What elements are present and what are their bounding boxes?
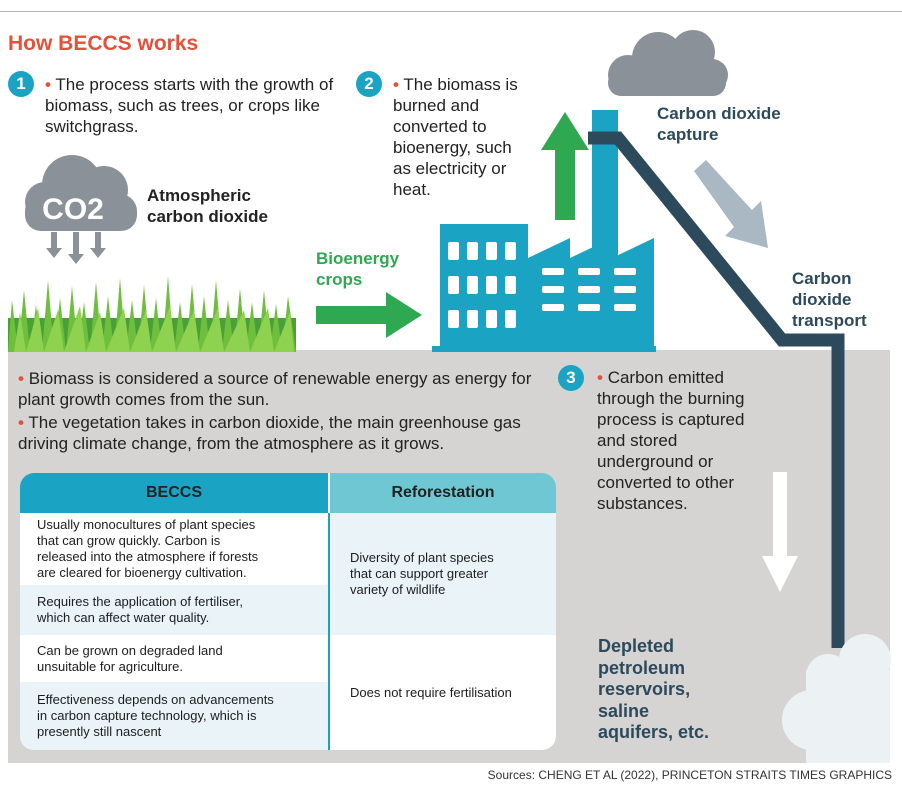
bioenergy-arrow-icon xyxy=(316,292,422,338)
storage-label-line: saline xyxy=(598,700,650,721)
note-vegetation: • The vegetation takes in carbon dioxide… xyxy=(18,413,521,453)
step-3-badge: 3 xyxy=(558,365,584,391)
smoke-cloud-icon xyxy=(608,30,728,96)
step-3-text: • Carbon emitted through the burning pro… xyxy=(597,368,745,513)
cell-line: Can be grown on degraded land xyxy=(37,642,223,658)
table-row: Usually monocultures of plant species th… xyxy=(20,513,328,585)
beccs-cell: Can be grown on degraded land unsuitable… xyxy=(37,643,223,675)
co2-transport-label-line: transport xyxy=(792,311,867,330)
bioenergy-crops-label: Bioenergy crops xyxy=(316,248,399,290)
reservoir-icon xyxy=(782,634,891,763)
cell-line: that can support greater xyxy=(350,566,489,581)
co2-capture-label-line: capture xyxy=(657,125,719,144)
cell-line: which can affect water quality. xyxy=(37,610,210,625)
cell-line: are cleared for bioenergy cultivation. xyxy=(37,565,247,580)
cell-line: Diversity of plant species xyxy=(350,550,494,565)
cell-line: Usually monocultures of plant species xyxy=(37,517,256,532)
co2-cloud-icon xyxy=(25,155,137,231)
step-2-badge: 2 xyxy=(356,71,382,97)
step-1-description: The process starts with the growth of bi… xyxy=(45,75,334,136)
note-renewable-text: Biomass is considered a source of renewa… xyxy=(18,369,532,409)
table-column-divider xyxy=(328,513,330,750)
storage-label-line: Depleted xyxy=(598,636,675,656)
step-3-description: Carbon emitted through the burning proce… xyxy=(597,368,745,513)
sources-credit: Sources: CHENG ET AL (2022), PRINCETON S… xyxy=(487,768,892,782)
cell-line: Requires the application of fertiliser, xyxy=(37,594,243,609)
cell-line: Effectiveness depends on advancements xyxy=(37,692,274,707)
reforestation-cell: Does not require fertilisation xyxy=(330,635,556,750)
table-row: Effectiveness depends on advancements in… xyxy=(20,682,328,750)
co2-capture-label-line: Carbon dioxide xyxy=(657,104,781,123)
cell-line: released into the atmosphere if forests xyxy=(37,549,259,564)
grass-icon xyxy=(8,276,296,352)
cell-line: unsuitable for agriculture. xyxy=(37,658,183,674)
atmospheric-label-line: carbon dioxide xyxy=(147,207,268,226)
reforestation-cell: Diversity of plant species that can supp… xyxy=(330,513,556,635)
comparison-table: BECCS Reforestation Usually monocultures… xyxy=(20,473,556,750)
cell-line: Does not require fertilisation xyxy=(350,684,512,700)
co2-cloud-label: CO2 xyxy=(42,193,104,226)
beccs-cell: Effectiveness depends on advancements in… xyxy=(37,692,274,740)
infographic-title: How BECCS works xyxy=(8,32,199,55)
step-2-description: The biomass is burned and converted to b… xyxy=(393,75,518,199)
cell-line: that can grow quickly. Carbon is xyxy=(37,533,221,548)
co2-transport-label-line: Carbon xyxy=(792,269,852,288)
cell-line: in carbon capture technology, which is xyxy=(37,708,257,723)
step-1-text: • The process starts with the growth of … xyxy=(45,75,334,136)
storage-label-line: aquifers, etc. xyxy=(598,722,710,742)
top-rule xyxy=(0,11,902,12)
bioenergy-crops-label-line: crops xyxy=(316,270,363,289)
co2-transport-label-line: dioxide xyxy=(792,290,852,309)
co2-pipeline-icon xyxy=(588,131,845,648)
step-1-badge: 1 xyxy=(8,71,34,97)
atmospheric-label-line: Atmospheric xyxy=(147,186,251,205)
note-renewable: • Biomass is considered a source of rene… xyxy=(18,369,532,409)
capture-arrow-icon xyxy=(694,160,768,248)
note-vegetation-text: The vegetation takes in carbon dioxide, … xyxy=(18,413,521,453)
cell-line: variety of wildlife xyxy=(350,582,446,597)
energy-up-arrow-icon xyxy=(541,112,589,220)
atmospheric-label: Atmospheric carbon dioxide xyxy=(147,185,268,227)
co2-transport-label: Carbon dioxide transport xyxy=(792,268,867,331)
beccs-cell: Requires the application of fertiliser, … xyxy=(37,594,243,626)
table-row: Requires the application of fertiliser, … xyxy=(20,585,328,635)
cell-line: presently still nascent xyxy=(37,724,162,739)
bioenergy-crops-label-line: Bioenergy xyxy=(316,249,400,268)
co2-down-arrows-icon xyxy=(46,232,106,264)
storage-label-line: reservoirs, xyxy=(598,679,691,699)
table-header-reforestation: Reforestation xyxy=(330,473,556,513)
storage-label: Depleted petroleum reservoirs, saline aq… xyxy=(598,636,709,744)
storage-label-line: petroleum xyxy=(598,657,686,678)
beccs-cell: Usually monocultures of plant species th… xyxy=(37,517,258,581)
table-header-beccs: BECCS xyxy=(20,473,328,513)
co2-capture-label: Carbon dioxide capture xyxy=(657,103,781,145)
storage-down-arrow-icon xyxy=(762,472,798,592)
table-row: Can be grown on degraded land unsuitable… xyxy=(20,635,328,682)
step-2-text: • The biomass is burned and converted to… xyxy=(393,75,518,199)
